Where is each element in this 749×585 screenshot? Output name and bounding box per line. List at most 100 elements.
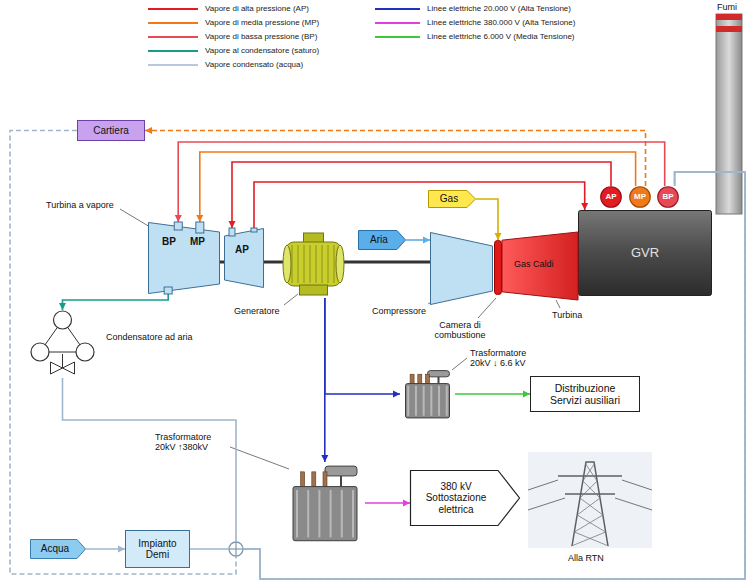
gas-input-tag-shape-part [429,191,476,208]
legend-line [148,8,198,10]
hp-turbine-shape-part [229,228,235,236]
flow-connector [365,500,410,507]
hp-turbine-shape-part [225,229,264,288]
substation-arrow: 380 kV Sottostazione elettrica [410,470,520,526]
air-condenser-shape-part [63,362,75,374]
grid-pylon-shape-part [580,498,603,515]
arrowhead [393,391,400,398]
paper-mill-box: Cartiera [77,120,145,141]
stage-label: AP [235,244,249,256]
legend-line [375,8,420,10]
leader-line [230,447,289,469]
air-condenser-shape-part [54,311,72,329]
step-up-transformer-shape-part [312,472,316,487]
arrowhead [59,303,66,310]
water-input-tag: Acqua [30,539,86,559]
process-box-shape-part [126,531,190,568]
chimney-stripe [716,26,742,32]
step-up-transformer-shape-part [352,490,354,538]
arrowhead [175,215,182,222]
step-up-transformer-shape-part [325,466,357,476]
lp-drum: BP [657,186,679,208]
arrowhead [321,455,328,462]
aux-transformer-shape-part [410,374,414,383]
flow-label: Gas Caldi [514,259,554,269]
leader-line [284,294,298,305]
grid-pylon-shape-part [577,498,600,515]
node-label: Aria [370,234,388,246]
grid-pylon-shape-part [574,515,603,532]
part-name: Turbina [552,310,582,320]
flow-connector [63,172,746,579]
flow-connector [254,182,588,228]
boiler-label: GVR [631,246,659,261]
compressor-shape [430,232,493,305]
flow-connector [455,391,530,398]
legend-line [148,50,198,52]
generator-shape-part [298,245,299,283]
process-box: Distribuzione Servizi ausiliari [530,376,640,412]
generator-shape-part [300,285,328,295]
aux-transformer-shape-part [407,386,409,416]
node-label: Acqua [41,543,69,555]
connector-line [254,182,585,228]
flow-connector [321,298,328,462]
flow-connector [229,162,612,228]
chimney-body [716,14,742,214]
grid-pylon-shape-part [528,452,652,548]
mixer-cross [235,542,236,556]
aux-transformer-shape-part [406,384,450,418]
compressor: Compressore [430,232,493,305]
flow-connector [406,237,430,244]
connector-line [10,131,745,580]
combustion-chamber: Camera di combustione [494,240,502,295]
air-condenser-shape-part [76,343,94,361]
step-up-transformer-shape-part [307,490,309,538]
flow-connector [476,199,502,240]
generator-shape-part [283,245,291,283]
lp-drum-shape-part [658,187,679,208]
generator-shape-part [286,242,341,286]
flow-connector [59,294,168,310]
connector-line [324,298,326,462]
arrowhead [118,546,125,553]
arrowhead [196,215,203,222]
connector-line [476,199,498,240]
mp-drum: MP [629,186,651,208]
grid-pylon-shape-part [622,480,652,490]
node-label: 380 kV Sottostazione elettrica [416,481,496,516]
legend-text: Linee elettriche 380.000 V (Alta Tension… [427,18,575,28]
step-up-transformer-shape-part [323,472,327,487]
arrowhead [423,237,430,244]
node-label: Impianto Demi [129,538,186,561]
mixer-symbol [229,542,243,556]
grid-pylon-shape-part [574,532,608,546]
hp-turbine-shape-part [251,228,257,232]
leader-line [120,209,150,227]
air-condenser-shape [30,310,95,378]
legend-line [148,64,198,66]
substation-arrow-shape-part [411,471,520,526]
connector-line [63,294,169,310]
connector-line [232,162,611,228]
generator-shape-part [304,245,305,283]
part-name: Compressore [372,306,426,316]
grid-pylon-shape-part [528,498,565,510]
heat-recovery-boiler-shape-part [579,211,712,296]
leader-line [478,298,496,318]
hp-drum-shape-part [601,187,622,208]
legend-text: Linee elettriche 6.000 V (Media Tensione… [427,32,575,42]
generator-shape-part [310,245,311,283]
arrowhead [403,500,410,507]
aux-transformer-shape-part [446,386,448,416]
air-condenser-shape-part [62,354,63,368]
compressor-shape-part [431,233,493,305]
aux-transformer-shape-part [428,371,450,377]
aux-transformer-shape-part [415,386,417,416]
grid-pylon-shape [528,452,652,548]
grid-pylon-shape-part [572,462,608,546]
generator: Generatore [282,230,345,298]
chimney-stripe [716,14,742,20]
paper-mill-box-shape-part [78,121,145,141]
grid-pylon-shape-part [583,481,600,498]
